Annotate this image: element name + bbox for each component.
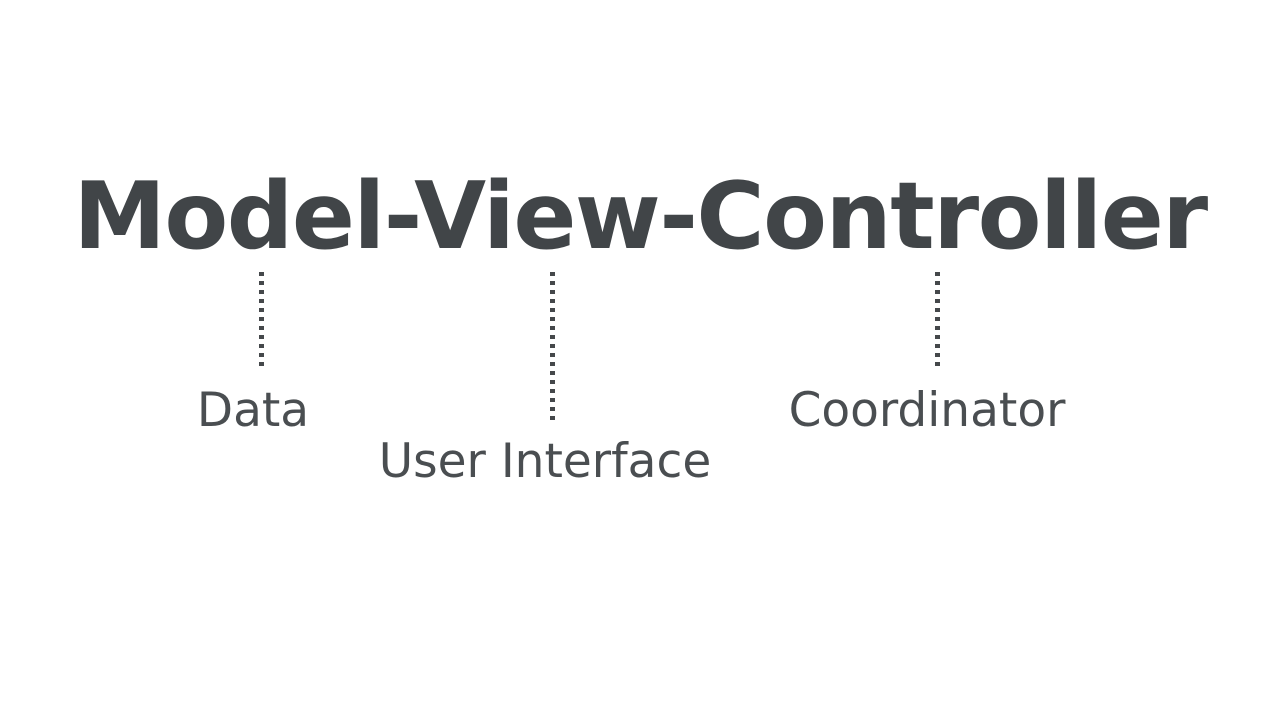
connector-line-model bbox=[259, 272, 264, 367]
connector-line-view bbox=[550, 272, 555, 420]
label-controller-coordinator: Coordinator bbox=[788, 383, 1066, 438]
page-title: Model-View-Controller bbox=[73, 162, 1208, 270]
connector-line-controller bbox=[935, 272, 940, 367]
label-model-data: Data bbox=[196, 383, 310, 438]
label-view-user-interface: User Interface bbox=[378, 434, 712, 489]
